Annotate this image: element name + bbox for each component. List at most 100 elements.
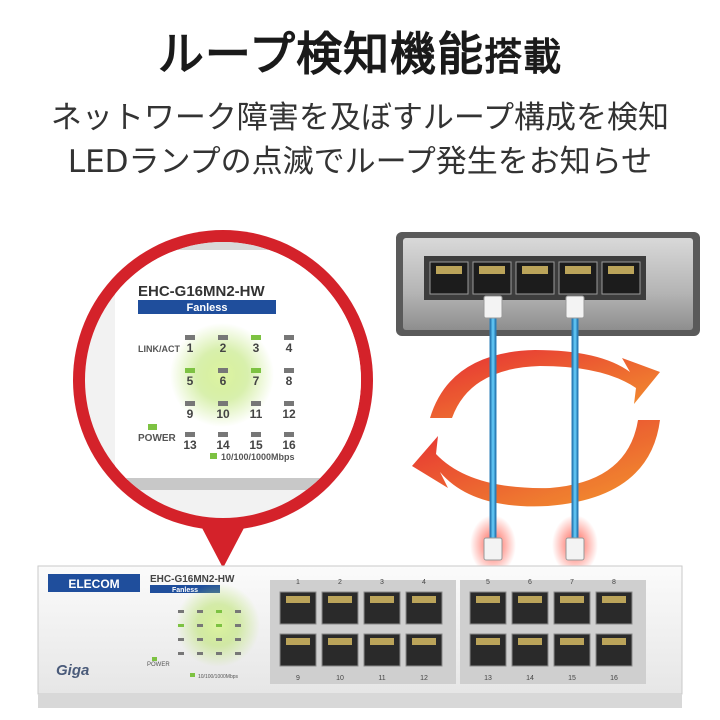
device-port-number: 1 <box>296 579 300 586</box>
device-power-label: POWER <box>147 662 170 668</box>
device-port-number: 11 <box>378 675 385 682</box>
device-port-number: 10 <box>336 675 344 682</box>
device-port-led <box>235 624 241 627</box>
zoom-model-label: EHC-G16MN2-HW <box>138 283 266 300</box>
zoom-port-number: 9 <box>187 407 194 421</box>
device-port-pins <box>602 638 626 645</box>
zoom-led-glow <box>170 323 274 427</box>
device-port-number: 9 <box>296 675 300 682</box>
zoom-port-number: 10 <box>216 407 230 421</box>
device-led-grid <box>152 610 241 661</box>
device-speed-label: 10/100/1000Mbps <box>198 674 239 680</box>
zoom-port-led <box>185 432 195 437</box>
zoom-speed-label: 10/100/1000Mbps <box>221 452 295 462</box>
zoom-port-number: 5 <box>187 374 194 388</box>
zoom-port-led <box>218 432 228 437</box>
zoom-port-number: 6 <box>220 374 227 388</box>
device-port-pins <box>286 638 310 645</box>
subtitle-line-2: LEDランプの点滅でループ発生をお知らせ <box>67 144 653 180</box>
zoom-port-led <box>284 368 294 373</box>
zoom-port-led <box>251 401 261 406</box>
device-port-led <box>197 610 203 613</box>
brand-label: ELECOM <box>68 577 119 591</box>
upper-switch-port-pins <box>479 266 505 274</box>
device-port-led <box>178 624 184 627</box>
zoom-port-led <box>185 335 195 340</box>
device-port-number: 6 <box>528 579 532 586</box>
device-power-led <box>152 657 157 661</box>
cable-left-bottom-plug <box>483 537 503 561</box>
brand-plate <box>48 574 140 592</box>
zoom-port-number: 4 <box>286 341 293 355</box>
device-ports <box>279 591 633 667</box>
zoom-port-led <box>284 401 294 406</box>
device-port-pins <box>602 596 626 603</box>
zoom-link-label: LINK/ACT <box>138 344 180 354</box>
cable-right-top-plug <box>565 295 585 319</box>
zoom-fanless-bar <box>138 300 276 314</box>
device-port-number: 2 <box>338 579 342 586</box>
headline-suffix: 搭載 <box>484 35 563 79</box>
device-speed-led <box>190 673 195 677</box>
device-port-number: 7 <box>570 579 574 586</box>
device-port-pins <box>518 596 542 603</box>
zoom-port-number: 2 <box>220 341 227 355</box>
main-switch: ELECOM EHC-G16MN2-HW Fanless Giga POWER … <box>37 565 683 708</box>
upper-switch-port-pins <box>608 266 634 274</box>
zoom-port-number: 1 <box>187 341 194 355</box>
device-port-led <box>235 638 241 641</box>
device-port-number: 16 <box>610 675 618 682</box>
device-port-number: 5 <box>486 579 490 586</box>
device-port-led <box>178 638 184 641</box>
zoom-port-led <box>185 401 195 406</box>
device-port-number: 15 <box>568 675 576 682</box>
zoom-port-led <box>251 432 261 437</box>
device-port-led <box>178 610 184 613</box>
device-port-number: 4 <box>422 579 426 586</box>
device-port-pins <box>370 596 394 603</box>
device-port-pins <box>412 638 436 645</box>
device-port-pins <box>560 638 584 645</box>
device-port-pins <box>560 596 584 603</box>
subtitle-line-1: ネットワーク障害を及ぼすループ構成を検知 <box>50 100 670 136</box>
loop-arrows <box>412 350 660 507</box>
device-port-number: 8 <box>612 579 616 586</box>
zoom-port-led <box>185 368 195 373</box>
zoom-fanless-label: Fanless <box>187 302 228 314</box>
device-port-number: 13 <box>484 675 492 682</box>
device-port-led <box>216 652 222 655</box>
device-port-led <box>197 652 203 655</box>
zoom-port-led <box>284 432 294 437</box>
zoom-port-number: 13 <box>183 438 197 452</box>
device-port-led <box>235 610 241 613</box>
zoom-power-led <box>148 424 157 430</box>
upper-switch-port-pins <box>522 266 548 274</box>
zoom-port-number: 8 <box>286 374 293 388</box>
device-port-pins <box>476 596 500 603</box>
zoom-port-led <box>218 401 228 406</box>
zoom-port-number: 11 <box>250 407 263 421</box>
device-port-pins <box>328 638 352 645</box>
loop-cables <box>470 295 598 575</box>
device-port-number: 3 <box>380 579 384 586</box>
zoom-port-led <box>218 335 228 340</box>
zoom-port-number: 7 <box>253 374 260 388</box>
zoom-port-led <box>251 368 261 373</box>
cable-left-top-plug <box>483 295 503 319</box>
series-logo: Giga <box>56 662 89 679</box>
device-port-number: 14 <box>526 675 534 682</box>
device-port-pins <box>328 596 352 603</box>
device-port-led <box>235 652 241 655</box>
upper-switch-port-pins <box>565 266 591 274</box>
zoom-port-led <box>218 368 228 373</box>
device-port-pins <box>476 638 500 645</box>
device-port-pins <box>286 596 310 603</box>
zoom-port-led <box>284 335 294 340</box>
device-port-pins <box>370 638 394 645</box>
upper-switch <box>396 232 700 336</box>
zoom-port-number: 12 <box>282 407 296 421</box>
device-port-pins <box>518 638 542 645</box>
device-port-number: 12 <box>420 675 428 682</box>
